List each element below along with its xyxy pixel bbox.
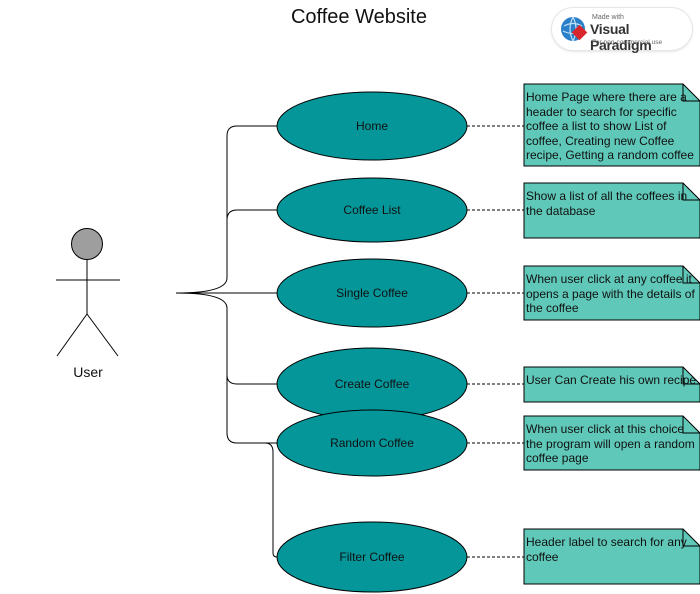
note-text-random-coffee: When user click at this choice the progr…	[526, 422, 695, 465]
note-text-home: Home Page where there are a header to se…	[526, 90, 694, 162]
actor-label: User	[73, 364, 103, 380]
use-case-label-filter-coffee: Filter Coffee	[339, 550, 405, 564]
use-case-coffee-list[interactable]	[276, 177, 468, 243]
use-case-filter-coffee[interactable]	[276, 521, 468, 593]
note-filter-coffee-fold	[682, 529, 700, 547]
actor-figure	[56, 228, 120, 357]
note-home	[523, 83, 700, 167]
note-coffee-list	[523, 182, 700, 239]
note-create-coffee-fold	[682, 367, 700, 385]
usage-text: For non-commercial use	[592, 39, 663, 46]
note-random-coffee	[523, 415, 700, 471]
note-filter-coffee	[523, 528, 700, 585]
note-single-coffee	[523, 265, 700, 321]
actor-right-leg	[86, 313, 119, 357]
actor-head	[71, 228, 103, 260]
note-text-create-coffee: User Can Create his own recipe	[526, 373, 697, 387]
note-create-coffee	[523, 366, 700, 403]
note-random-coffee-fold	[682, 416, 700, 434]
note-text-filter-coffee: Header label to search for any coffee	[526, 535, 687, 564]
visual-paradigm-logo-icon	[561, 16, 588, 42]
note-anchors	[467, 125, 524, 558]
association-home	[175, 125, 277, 294]
use-case-single-coffee[interactable]	[276, 258, 468, 328]
actor-left-leg	[56, 313, 88, 357]
association-lines	[175, 125, 278, 558]
visual-paradigm-badge: Made with Visual Paradigm For non-commer…	[552, 8, 692, 53]
use-case-label-home: Home	[355, 119, 388, 133]
note-text-coffee-list: Show a list of all the coffees in the da…	[526, 189, 688, 218]
association-coffee-list	[226, 209, 277, 221]
use-case-random-coffee[interactable]	[276, 409, 468, 477]
note-shapes	[523, 83, 700, 585]
note-text-single-coffee: When user click at any coffee it opens a…	[526, 272, 695, 315]
use-case-label-coffee-list: Coffee List	[343, 203, 401, 217]
use-case-label-single-coffee: Single Coffee	[336, 286, 408, 300]
note-coffee-list-fold	[682, 183, 700, 201]
use-case-home[interactable]	[276, 91, 468, 161]
association-random-coffee	[226, 375, 277, 444]
association-create-coffee	[175, 292, 277, 385]
use-case-label-random-coffee: Random Coffee	[330, 436, 414, 450]
use-case-ellipses	[276, 91, 468, 593]
note-home-fold	[682, 84, 700, 102]
use-case-label-create-coffee: Create Coffee	[334, 377, 410, 391]
association-filter-coffee	[237, 442, 278, 558]
brand-text: Visual Paradigm	[590, 21, 652, 53]
diagram-title: Coffee Website	[290, 6, 427, 28]
made-with-text: Made with	[592, 14, 624, 21]
note-single-coffee-fold	[682, 266, 700, 284]
